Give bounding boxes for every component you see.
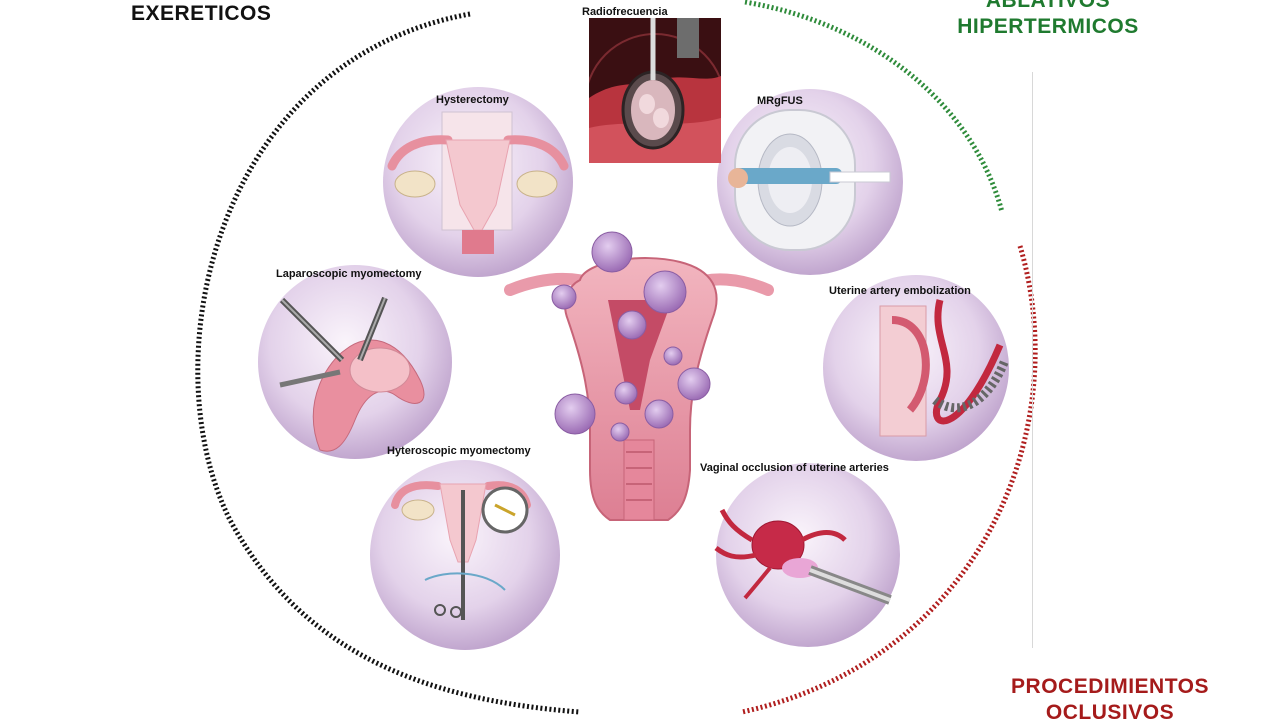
oclusivos-line1: PROCEDIMIENTOS bbox=[1011, 675, 1209, 698]
uterine-artery-embolization-label: Uterine artery embolization bbox=[829, 285, 971, 297]
oclusivos-line2: OCLUSIVOS bbox=[1045, 701, 1175, 724]
laparoscopic-myomectomy-label: Laparoscopic myomectomy bbox=[276, 268, 422, 280]
ablativos-label: ABLATIVOS HIPERTERMICOS bbox=[925, 0, 1171, 40]
exereticos-label: EXERETICOS bbox=[131, 2, 272, 25]
radiofrecuencia-label: Radiofrecuencia bbox=[582, 6, 668, 18]
uterine-artery-embolization-illustration bbox=[823, 275, 1010, 461]
vaginal-occlusion-illustration bbox=[714, 463, 900, 647]
central-uterus-illustration bbox=[504, 231, 774, 521]
oclusivos-label: PROCEDIMIENTOS OCLUSIVOS bbox=[985, 674, 1235, 726]
hyteroscopic-myomectomy-label: Hyteroscopic myomectomy bbox=[387, 445, 531, 457]
mrgfus-illustration bbox=[717, 89, 903, 275]
vaginal-occlusion-label: Vaginal occlusion of uterine arteries bbox=[700, 462, 889, 474]
exereticos-arc bbox=[195, 11, 581, 715]
divider-line bbox=[1032, 72, 1033, 648]
radiofrecuencia-photo bbox=[589, 18, 721, 163]
laparoscopic-myomectomy-illustration bbox=[258, 265, 452, 459]
oclusivos-arc bbox=[741, 245, 1038, 715]
mrgfus-label: MRgFUS bbox=[757, 95, 803, 107]
hyteroscopic-myomectomy-illustration bbox=[370, 460, 560, 650]
ablativos-line2: HIPERTERMICOS bbox=[957, 15, 1139, 38]
hysterectomy-illustration bbox=[383, 87, 573, 277]
hysterectomy-label: Hysterectomy bbox=[436, 94, 509, 106]
ablativos-line1: ABLATIVOS bbox=[985, 0, 1111, 12]
